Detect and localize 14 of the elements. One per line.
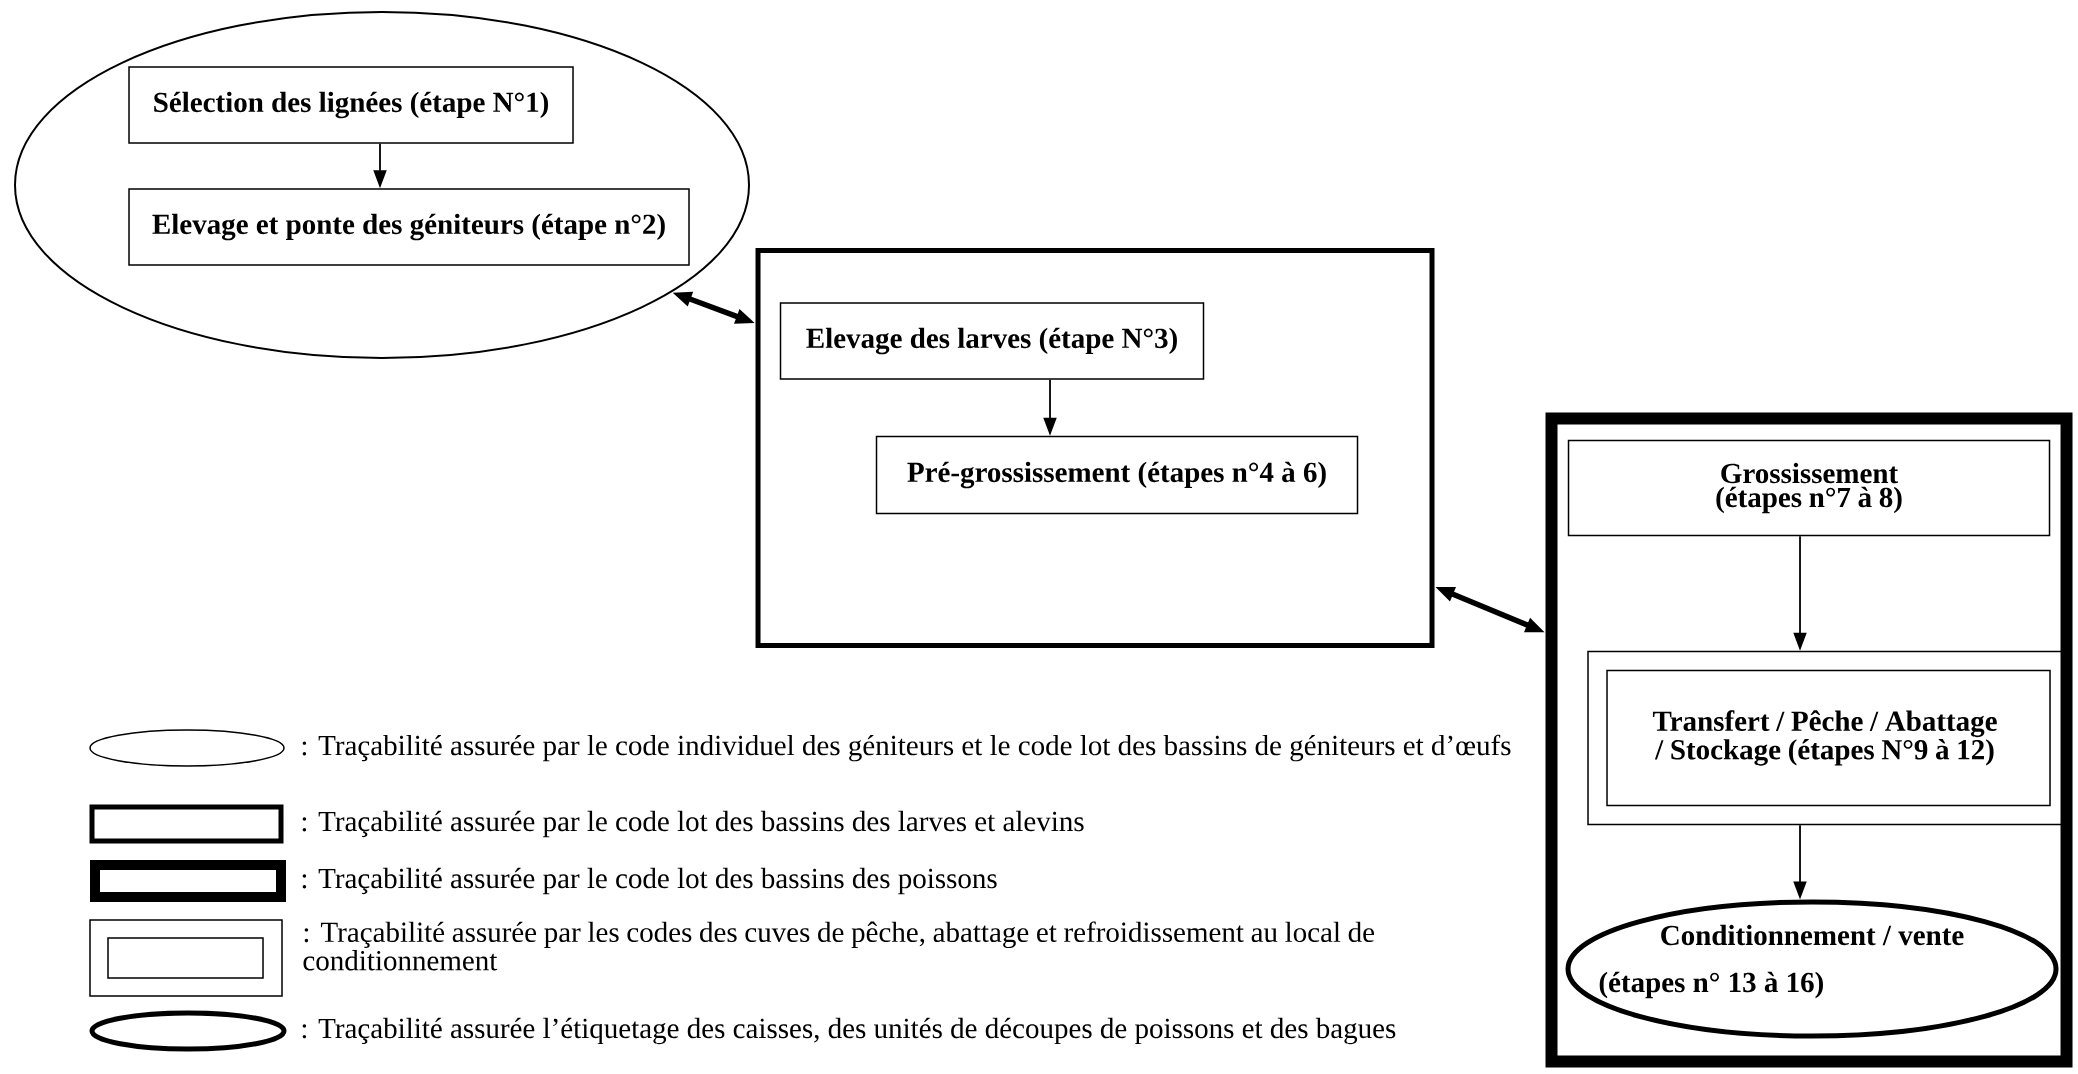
double-box: Transfert / Pêche / Abattage / Stockage (étapes N°9 à 12)	[1587, 650, 2063, 826]
stage-frame	[755, 248, 1435, 648]
legend-item: : Traçabilité assurée par le code lot des bassins des larves et alevins	[89, 804, 1084, 844]
legend-item: : Traçabilité assurée par le code individuel des géniteurs et le code lot des bassins de géniteurs et d’œufs	[89, 729, 1511, 767]
step-box: Sélection des lignées (étape N°1)	[128, 66, 574, 144]
legend-item: : Traçabilité assurée par le code lot des bassins des poissons	[90, 860, 997, 902]
step-box: Elevage des larves (étape N°3)	[779, 302, 1205, 380]
step-box: Grossissement (étapes n°7 à 8)	[1567, 439, 2051, 537]
legend-item: : Traçabilité assurée l’étiquetage des caisses, des unités de découpes de poissons et des bagues	[89, 1010, 1396, 1052]
step-box: Elevage et ponte des géniteurs (étape n°2)	[128, 188, 690, 266]
stage-ellipse	[14, 11, 750, 359]
step-box: Pré-grossissement (étapes n°4 à 6)	[875, 435, 1359, 515]
legend-item: : Traçabilité assurée par les codes des cuves de pêche, abattage et refroidissement au local de conditionnement	[89, 919, 1375, 997]
stage-frame	[1545, 412, 2073, 1068]
